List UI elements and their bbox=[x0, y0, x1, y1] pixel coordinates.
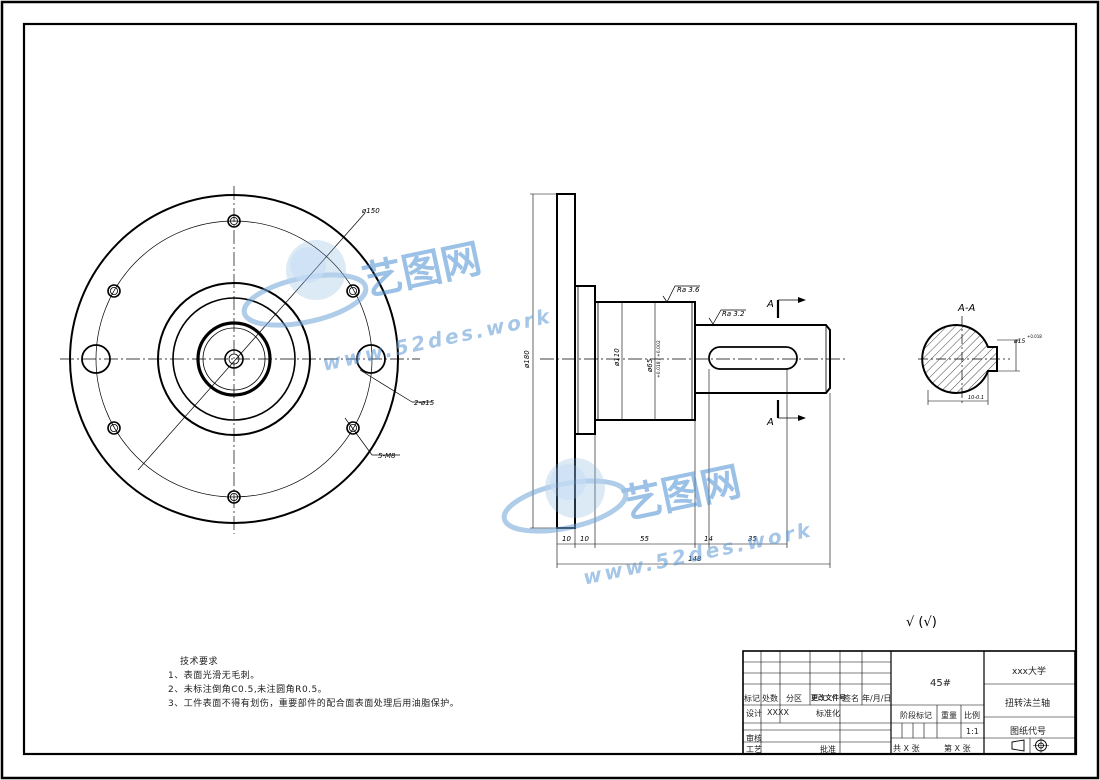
header-sign: 签名 bbox=[843, 694, 859, 703]
part-name: 扭转法兰轴 bbox=[1005, 699, 1051, 709]
university-name: xxx大学 bbox=[1012, 667, 1046, 677]
title-block-grid bbox=[742, 650, 1076, 755]
note-item-2: 2、未标注倒角C0.5,未注圆角R0.5。 bbox=[168, 685, 328, 695]
roughness-general-symbol: √ (√) bbox=[906, 615, 937, 630]
dim-thread-count: 5-M8 bbox=[378, 452, 396, 460]
section-arrow-bottom bbox=[798, 415, 806, 421]
approve-label: 批准 bbox=[820, 745, 836, 754]
notes-title: 技术要求 bbox=[180, 657, 219, 667]
dim-outer-diameter: ø150 bbox=[361, 207, 380, 215]
header-date: 年/月/日 bbox=[862, 694, 892, 703]
watermark-2: 艺图网 www.52des.work bbox=[501, 458, 815, 589]
roughness-label-2: Ra 3.2 bbox=[722, 310, 745, 318]
dim-key-width: ø15 bbox=[1013, 338, 1025, 345]
header-zone: 分区 bbox=[786, 694, 802, 703]
dim-shaft-diameter: ø65 bbox=[646, 358, 654, 373]
dim-bottom-2: 10 bbox=[580, 535, 589, 543]
scale-label: 比例 bbox=[964, 711, 980, 720]
section-view bbox=[918, 316, 1020, 405]
watermark-url: www.52des.work bbox=[320, 304, 554, 376]
stage-label: 阶段标记 bbox=[900, 711, 932, 720]
dim-bottom-4: 14 bbox=[704, 535, 713, 543]
projection-symbol bbox=[1011, 738, 1049, 753]
watermark-cn: 艺图网 bbox=[358, 236, 485, 306]
note-item-3: 3、工件表面不得有划伤，重要部件的配合面表面处理后用油脂保护。 bbox=[168, 699, 460, 709]
front-view bbox=[60, 186, 432, 534]
dim-key-depth: 10-0.1 bbox=[968, 395, 984, 401]
drawing-code-label: 图纸代号 bbox=[1010, 727, 1047, 737]
dim-flange-diameter: ø180 bbox=[523, 350, 531, 369]
header-doc: 更改文件号 bbox=[811, 694, 846, 702]
note-item-1: 1、表面光滑无毛刺。 bbox=[168, 671, 260, 681]
material-value: 45# bbox=[930, 678, 952, 689]
total-sheets: 共 X 张 bbox=[893, 744, 920, 753]
weight-label: 重量 bbox=[941, 711, 957, 720]
scale-value: 1:1 bbox=[966, 727, 979, 736]
roughness-label-1: Ra 3.6 bbox=[677, 286, 700, 294]
header-mark: 标记 bbox=[744, 694, 760, 703]
dim-boss-diameter: ø110 bbox=[613, 348, 621, 367]
dim-bottom-1: 10 bbox=[562, 535, 571, 543]
section-label-top: A bbox=[766, 299, 774, 310]
section-arrow-top bbox=[798, 297, 806, 303]
dim-key-tolerance: +0.018 bbox=[1027, 334, 1042, 339]
sheet-number: 第 X 张 bbox=[944, 744, 971, 753]
dim-bottom-3: 55 bbox=[640, 535, 649, 543]
watermark-url: www.52des.work bbox=[581, 517, 815, 589]
watermark-cn: 艺图网 bbox=[618, 459, 745, 529]
dim-bottom-5: 35 bbox=[748, 535, 757, 543]
dim-hole-count: 2-ø15 bbox=[414, 399, 435, 407]
inner-frame bbox=[22, 22, 1078, 756]
review-label: 审核 bbox=[746, 734, 762, 743]
standard-label: 标准化 bbox=[816, 709, 840, 718]
dim-total-length: 148 bbox=[688, 555, 702, 563]
section-title: A-A bbox=[957, 303, 975, 314]
section-label-bottom: A bbox=[766, 417, 774, 428]
dim-shaft-tolerance: +0.018 / +0.002 bbox=[656, 340, 662, 378]
design-label: 设计 bbox=[746, 709, 762, 718]
header-count: 处数 bbox=[762, 694, 778, 703]
process-label: 工艺 bbox=[746, 745, 762, 754]
design-name: XXXX bbox=[767, 708, 789, 717]
